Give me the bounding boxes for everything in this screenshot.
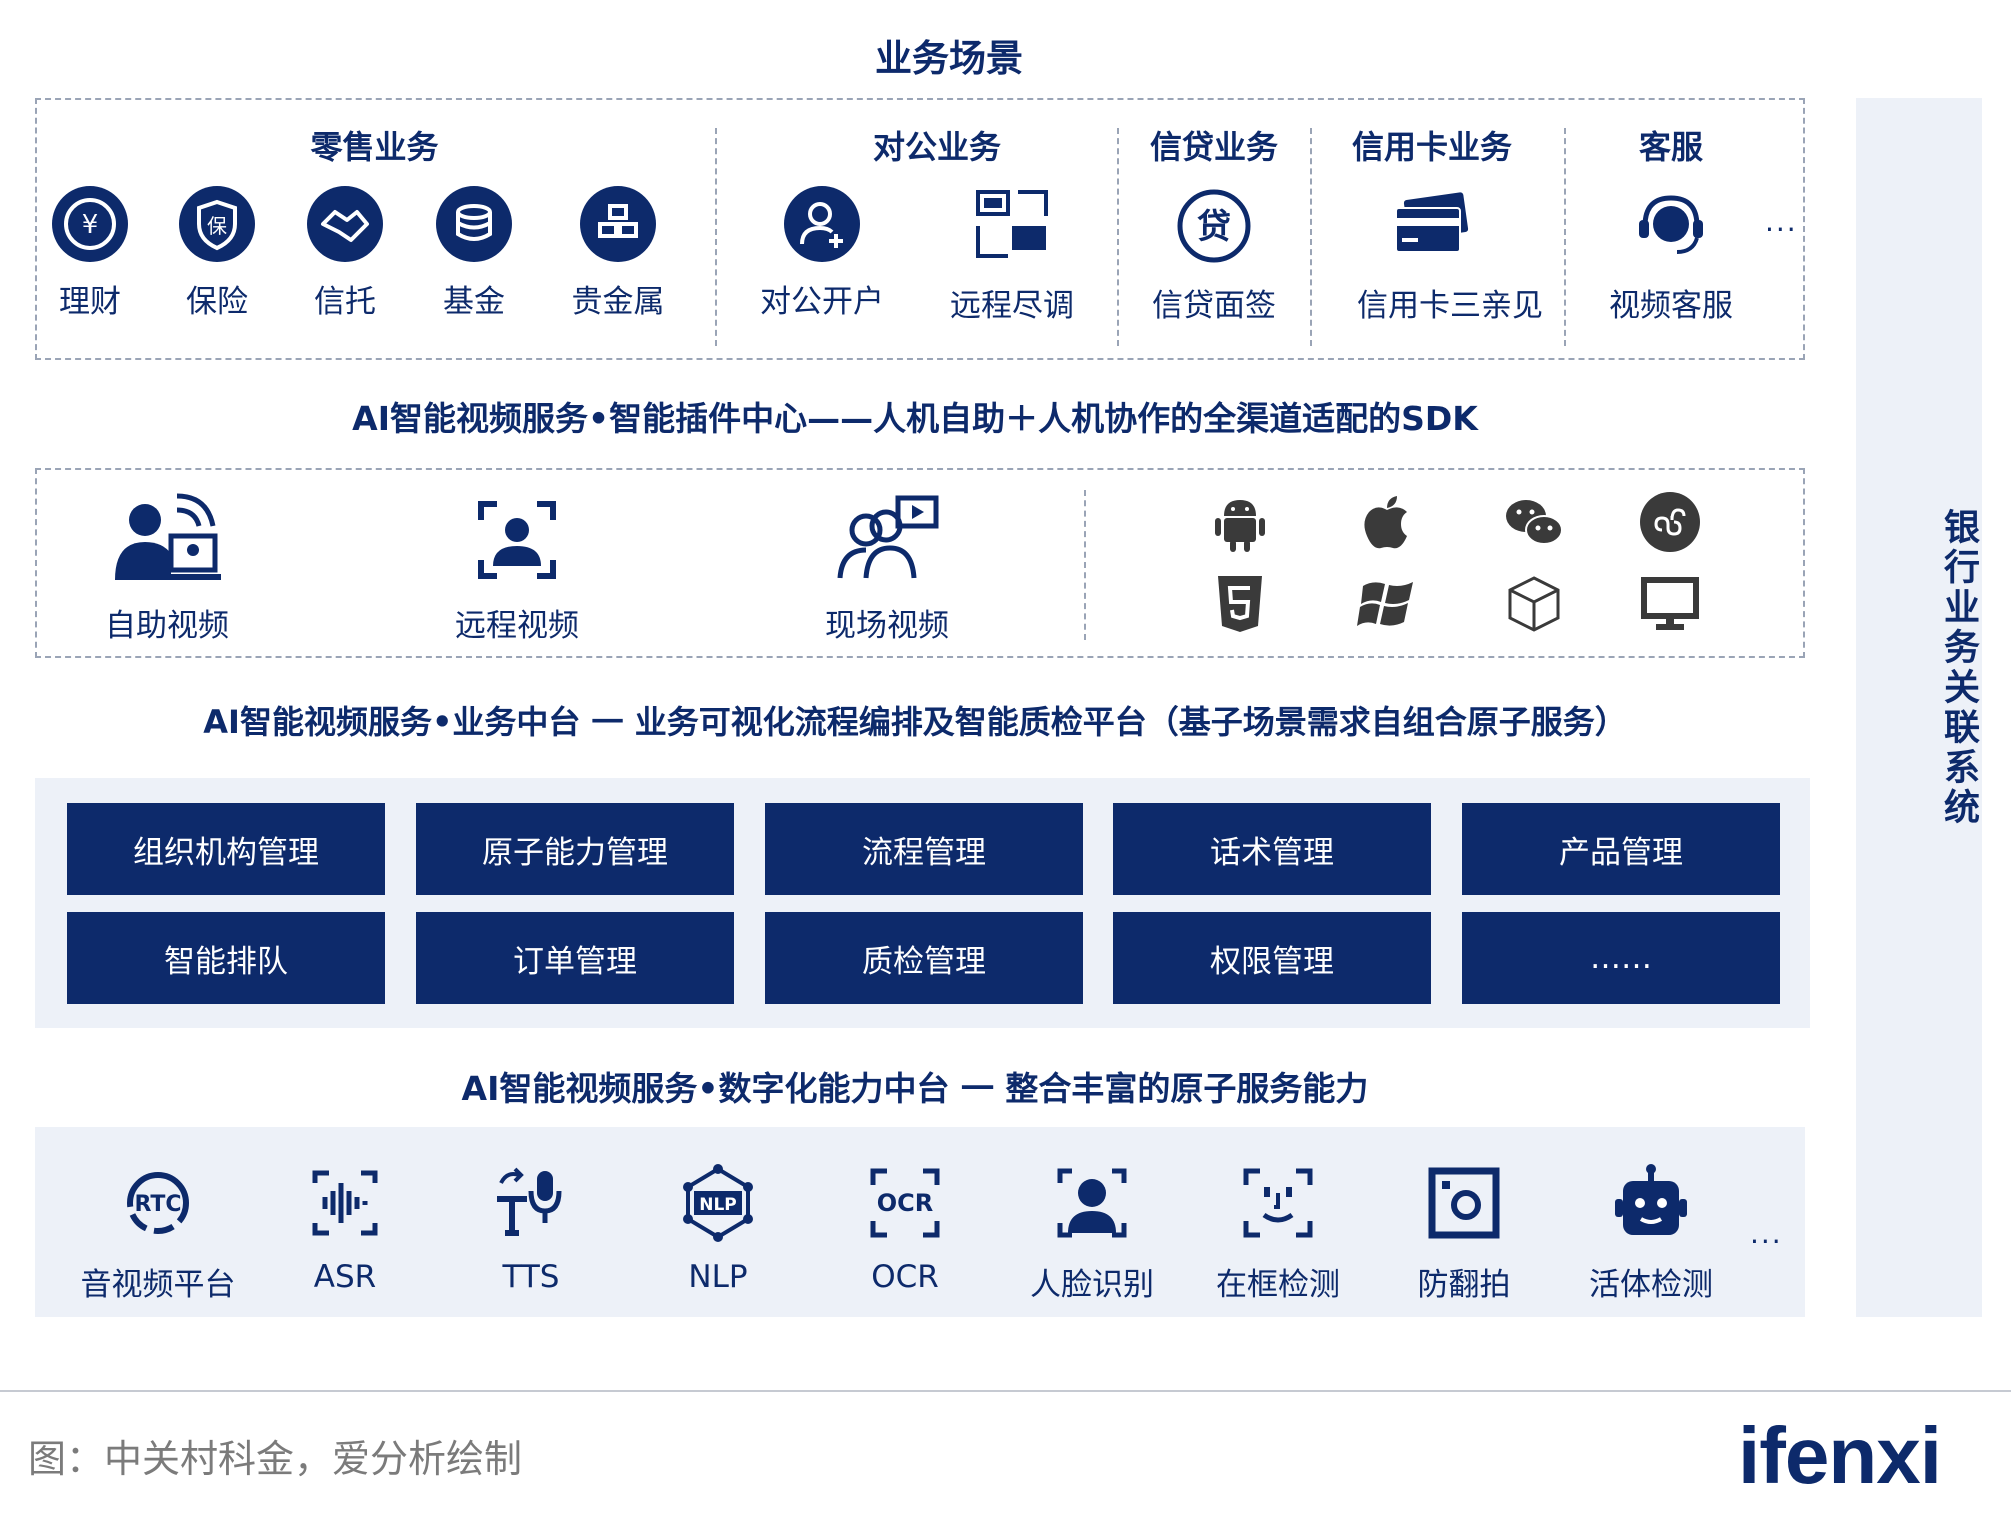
digital-panel: RTC 音视频平台 ASR TTS NLP NLP OCR OCR 人脸识别: [35, 1127, 1805, 1317]
item-xinyongka: 信用卡三亲见: [1357, 186, 1543, 325]
sdk-item-onsite: 现场视频: [777, 490, 997, 645]
item-duigong-kaihu: 对公开户: [747, 186, 897, 321]
sdk-item-self-service: 自助视频: [57, 490, 277, 645]
divider: [715, 128, 717, 346]
group-title-service: 客服: [1638, 128, 1703, 166]
windows-icon: [1355, 572, 1419, 636]
group-card: 信用卡业务 信用卡三亲见: [1312, 100, 1552, 358]
group-credit: 信贷业务 贷 信贷面签: [1119, 100, 1309, 358]
item-guijinshu: 贵金属: [543, 186, 693, 321]
item-jijin: 基金: [399, 186, 549, 321]
svg-text:¥: ¥: [82, 210, 99, 240]
mini-program-icon: [1638, 490, 1702, 554]
script-management-button[interactable]: 话术管理: [1113, 803, 1431, 895]
self-service-video-icon: [107, 490, 227, 590]
group-title-retail: 零售业务: [310, 128, 439, 166]
asr-waveform-icon: [303, 1161, 387, 1245]
gold-bars-icon: [580, 186, 656, 262]
footer-rule: [0, 1390, 2011, 1392]
svg-text:RTC: RTC: [134, 1192, 181, 1217]
desktop-icon: [1638, 572, 1702, 636]
org-management-button[interactable]: 组织机构管理: [67, 803, 385, 895]
more-indicator: ...: [1750, 1217, 1783, 1250]
sdk-box: 自助视频 远程视频 现场视频: [35, 468, 1805, 658]
loan-icon: 贷: [1174, 186, 1254, 266]
headset-icon: [1631, 186, 1711, 266]
product-management-button[interactable]: 产品管理: [1462, 803, 1780, 895]
quality-check-button[interactable]: 质检管理: [765, 912, 1083, 1004]
svg-text:NLP: NLP: [699, 1195, 737, 1215]
group-corporate: 对公业务 对公开户 远程尽调: [717, 100, 1157, 358]
ifenxi-logo: ifenxi: [1738, 1411, 1942, 1500]
group-title-credit: 信贷业务: [1149, 128, 1278, 166]
html5-icon: [1208, 572, 1272, 636]
sdk-heading: AI智能视频服务•智能插件中心——人机自助＋人机协作的全渠道适配的SDK: [352, 399, 1478, 438]
dig-item-av: RTC 音视频平台: [63, 1161, 253, 1304]
add-user-icon: [784, 186, 860, 262]
onsite-video-icon: [832, 490, 942, 590]
rtc-icon: RTC: [116, 1161, 200, 1245]
group-service: 客服 视频客服: [1566, 100, 1776, 358]
order-management-button[interactable]: 订单管理: [416, 912, 734, 1004]
remote-screens-icon: [972, 186, 1052, 266]
dig-item-face: 人脸识别: [997, 1161, 1187, 1304]
anti-remake-icon: [1422, 1161, 1506, 1245]
atomic-capability-button[interactable]: 原子能力管理: [416, 803, 734, 895]
group-retail: 零售业务 ¥ 理财 保 保险 信托 基金: [37, 100, 712, 358]
dig-item-liveness: 活体检测: [1556, 1161, 1746, 1304]
tts-icon: [489, 1161, 573, 1245]
robot-icon: [1609, 1161, 1693, 1245]
svg-text:OCR: OCR: [877, 1189, 934, 1217]
more-indicator: ...: [1765, 205, 1798, 238]
permission-management-button[interactable]: 权限管理: [1113, 912, 1431, 1004]
dig-item-inframe: 在框检测: [1183, 1161, 1373, 1304]
bank-related-systems: 银行业务关联系统: [1856, 98, 1982, 1317]
sdk-item-remote: 远程视频: [407, 490, 627, 645]
credit-card-icon: [1392, 186, 1472, 266]
wechat-icon: [1502, 490, 1566, 554]
item-baoxian: 保 保险: [142, 186, 292, 321]
dig-item-nlp: NLP NLP: [623, 1161, 813, 1295]
divider: [1084, 490, 1086, 640]
item-xintuo: 信托: [270, 186, 420, 321]
dig-item-asr: ASR: [250, 1161, 440, 1295]
dig-item-ocr: OCR OCR: [810, 1161, 1000, 1295]
middle-panel: 组织机构管理 原子能力管理 流程管理 话术管理 产品管理 智能排队 订单管理 质…: [35, 778, 1810, 1028]
item-shipin-kefu: 视频客服: [1596, 186, 1746, 325]
cube-icon: [1502, 572, 1566, 636]
dig-item-tts: TTS: [436, 1161, 626, 1295]
process-management-button[interactable]: 流程管理: [765, 803, 1083, 895]
item-yuancheng-jindiao: 远程尽调: [937, 186, 1087, 325]
more-button[interactable]: ……: [1462, 912, 1780, 1004]
android-icon: [1208, 490, 1272, 554]
divider: [1117, 128, 1119, 346]
side-label: 银行业务关联系统: [1938, 508, 1979, 828]
svg-text:保: 保: [207, 214, 227, 238]
item-xindai-mianqian: 贷 信贷面签: [1139, 186, 1289, 325]
in-frame-detection-icon: [1236, 1161, 1320, 1245]
coin-stack-icon: [436, 186, 512, 262]
source-caption: 图：中关村科金，爱分析绘制: [28, 1437, 523, 1481]
shield-icon: 保: [179, 186, 255, 262]
smart-queue-button[interactable]: 智能排队: [67, 912, 385, 1004]
group-title-corporate: 对公业务: [872, 128, 1001, 166]
face-recognition-icon: [1050, 1161, 1134, 1245]
divider: [1310, 128, 1312, 346]
divider: [1564, 128, 1566, 346]
item-licai: ¥ 理财: [15, 186, 165, 321]
yen-icon: ¥: [52, 186, 128, 262]
nlp-network-icon: NLP: [676, 1161, 760, 1245]
handshake-icon: [307, 186, 383, 262]
dig-item-antiremake: 防翻拍: [1369, 1161, 1559, 1304]
apple-icon: [1355, 490, 1419, 554]
scenario-box: 零售业务 ¥ 理财 保 保险 信托 基金: [35, 98, 1805, 360]
diagram-title: 业务场景: [875, 37, 1023, 80]
remote-video-icon: [467, 490, 567, 590]
ocr-icon: OCR: [863, 1161, 947, 1245]
digital-heading: AI智能视频服务•数字化能力中台 一 整合丰富的原子服务能力: [461, 1069, 1369, 1108]
svg-text:贷: 贷: [1197, 207, 1231, 247]
middle-heading: AI智能视频服务•业务中台 一 业务可视化流程编排及智能质检平台（基子场景需求自…: [203, 703, 1627, 741]
group-title-card: 信用卡业务: [1351, 128, 1512, 166]
